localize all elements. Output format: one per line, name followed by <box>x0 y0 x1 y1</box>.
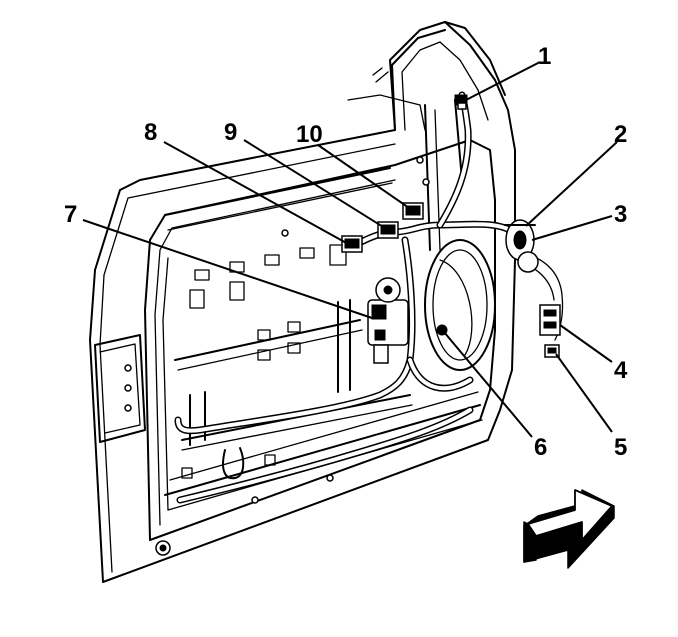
callout-8: 8 <box>144 119 157 146</box>
component-connector-8 <box>341 235 363 253</box>
door-fastener <box>155 540 171 556</box>
callout-2: 2 <box>614 121 627 148</box>
wiring-harness <box>174 91 564 504</box>
callout-3: 3 <box>614 201 627 228</box>
component-lock-actuator-7 <box>367 277 409 364</box>
callout-7: 7 <box>64 201 77 228</box>
callout-4: 4 <box>614 357 628 384</box>
leader-lines <box>82 61 618 438</box>
callouts: 1 2 3 4 5 6 7 8 9 10 <box>64 43 628 461</box>
callout-9: 9 <box>224 119 237 146</box>
speaker-opening <box>424 239 496 371</box>
hinge-bracket <box>94 334 146 443</box>
component-connector-5 <box>544 344 560 358</box>
callout-5: 5 <box>614 434 627 461</box>
component-grommet-2-3 <box>504 219 539 273</box>
component-connector-1 <box>454 94 468 110</box>
callout-10: 10 <box>296 121 323 148</box>
callout-6: 6 <box>534 434 547 461</box>
door-inner-panel <box>144 99 496 541</box>
front-arrow-icon <box>523 489 615 569</box>
callout-1: 1 <box>538 43 551 70</box>
component-connector-4 <box>539 304 561 336</box>
door-outer-shell <box>89 21 516 583</box>
